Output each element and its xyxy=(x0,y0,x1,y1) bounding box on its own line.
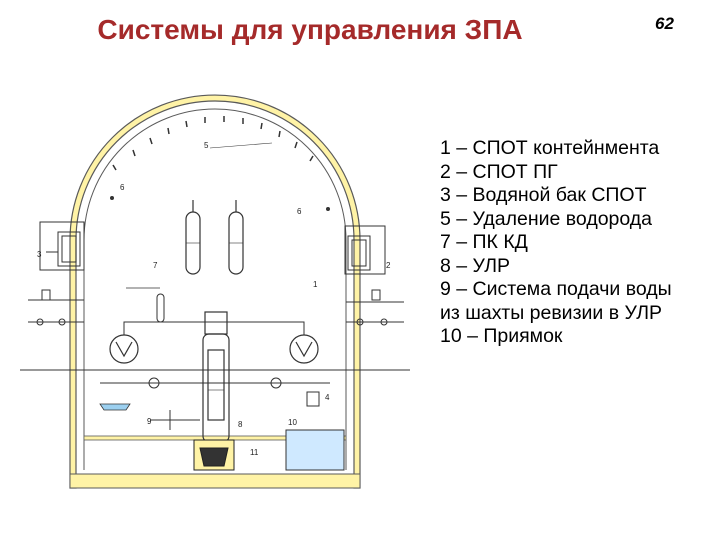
legend-item: из шахты ревизии в УЛР xyxy=(440,301,663,324)
sump-pit xyxy=(285,429,345,471)
primary-piping xyxy=(20,321,410,389)
left-valve-group xyxy=(28,289,84,326)
legend-item: 2 – СПОТ ПГ xyxy=(440,160,558,183)
label-8: 8 xyxy=(238,420,243,429)
system-9-pipe xyxy=(150,410,200,430)
tank-4 xyxy=(306,391,320,407)
label-6-right: 6 xyxy=(297,207,302,216)
core-catcher xyxy=(193,439,235,471)
label-6-left: 6 xyxy=(120,183,125,192)
tank-4-level xyxy=(99,403,131,411)
left-tank-block xyxy=(39,221,85,271)
base-slab xyxy=(69,473,361,489)
legend-item: 8 – УЛР xyxy=(440,254,511,277)
page-number: 62 xyxy=(655,14,674,33)
pressurizer xyxy=(156,293,165,323)
label-1: 1 xyxy=(313,280,318,289)
legend-item: 7 – ПК КД xyxy=(440,231,528,253)
steam-generator-left xyxy=(109,334,139,364)
label-7: 7 xyxy=(153,261,158,270)
label-2: 2 xyxy=(386,261,391,270)
right-valve-group xyxy=(346,289,404,326)
legend-item: 9 – Система подачи воды xyxy=(440,278,672,300)
containment-shell xyxy=(69,94,361,489)
reactor-vessel xyxy=(202,311,230,443)
label-10: 10 xyxy=(288,418,297,427)
containment-inner-wall xyxy=(83,108,347,470)
label-4: 4 xyxy=(325,393,330,402)
legend-item: 3 – Водяной бак СПОТ xyxy=(440,184,647,206)
legend-item: 10 – Приямок xyxy=(440,325,563,347)
leader-5 xyxy=(209,142,273,149)
page-title: Системы для управления ЗПА xyxy=(97,14,523,45)
legend-item: 5 – Удаление водорода xyxy=(440,207,653,230)
spray-nozzle-right xyxy=(326,207,330,211)
label-11: 11 xyxy=(250,448,259,457)
steam-generator-right xyxy=(289,334,319,364)
right-tank-block xyxy=(344,225,386,275)
hydrogen-recombiners xyxy=(112,116,314,171)
label-5: 5 xyxy=(204,141,209,150)
hydroaccumulators xyxy=(185,200,244,275)
spray-nozzle-left xyxy=(110,196,114,200)
label-9: 9 xyxy=(147,417,152,426)
legend-item: 1 – СПОТ контейнмента xyxy=(440,137,660,159)
legend-list: 1 – СПОТ контейнмента 2 – СПОТ ПГ 3 – Во… xyxy=(440,137,715,349)
label-3: 3 xyxy=(37,250,42,259)
